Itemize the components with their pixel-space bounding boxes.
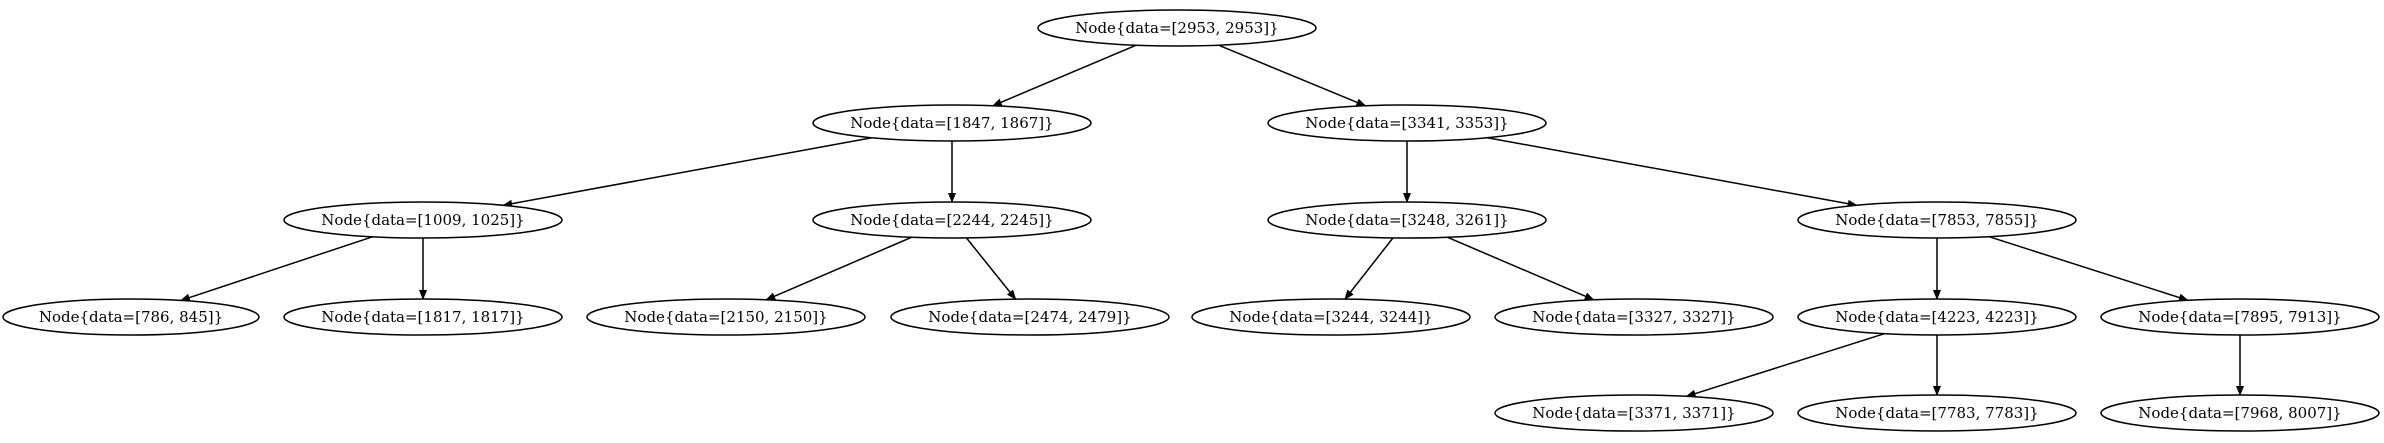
tree-node-n1817: Node{data=[1817, 1817]} — [283, 298, 563, 336]
node-label: Node{data=[1817, 1817]} — [321, 308, 524, 326]
node-label: Node{data=[7783, 7783]} — [1835, 404, 2038, 422]
node-ellipse — [1494, 394, 1774, 432]
tree-node-n7853: Node{data=[7853, 7855]} — [1797, 201, 2077, 239]
node-ellipse — [1267, 104, 1547, 142]
node-ellipse — [1494, 298, 1774, 336]
node-label: Node{data=[2150, 2150]} — [624, 308, 827, 326]
edge-arrow-n1009-to-n786 — [179, 236, 373, 302]
node-label: Node{data=[2244, 2245]} — [850, 211, 1053, 229]
node-label: Node{data=[1009, 1025]} — [321, 211, 524, 229]
node-ellipse — [283, 298, 563, 336]
nodes-layer: Node{data=[2953, 2953]} Node{data=[1847, … — [2, 9, 2380, 432]
node-ellipse — [1797, 394, 2077, 432]
node-ellipse — [1797, 298, 2077, 336]
tree-node-n7783: Node{data=[7783, 7783]} — [1797, 394, 2077, 432]
node-ellipse — [2100, 298, 2380, 336]
tree-node-n3327: Node{data=[3327, 3327]} — [1494, 298, 1774, 336]
node-ellipse — [2100, 394, 2380, 432]
edge-arrow-n3341-to-n7853 — [1487, 136, 1858, 208]
node-ellipse — [812, 201, 1092, 239]
tree-node-n3248: Node{data=[3248, 3261]} — [1267, 201, 1547, 239]
edge-arrow-n3248-to-n3244 — [1344, 237, 1394, 300]
tree-node-n7968: Node{data=[7968, 8007]} — [2100, 394, 2380, 432]
tree-node-n2474: Node{data=[2474, 2479]} — [890, 298, 1170, 336]
node-ellipse — [586, 298, 866, 336]
tree-node-n3244: Node{data=[3244, 3244]} — [1191, 298, 1471, 336]
tree-node-n2150: Node{data=[2150, 2150]} — [586, 298, 866, 336]
node-label: Node{data=[2474, 2479]} — [928, 308, 1131, 326]
node-label: Node{data=[7968, 8007]} — [2138, 404, 2341, 422]
edge-arrow-n1847-to-n1009 — [502, 136, 872, 208]
edge-arrow-n7853-to-n7895 — [1988, 235, 2189, 302]
tree-node-n2953: Node{data=[2953, 2953]} — [1037, 9, 1317, 47]
tree-node-n3371: Node{data=[3371, 3371]} — [1494, 394, 1774, 432]
node-label: Node{data=[3248, 3261]} — [1305, 211, 1508, 229]
node-ellipse — [283, 201, 563, 239]
node-label: Node{data=[3371, 3371]} — [1532, 404, 1735, 422]
node-label: Node{data=[786, 845]} — [39, 308, 223, 326]
node-label: Node{data=[4223, 4223]} — [1835, 308, 2038, 326]
node-label: Node{data=[1847, 1867]} — [850, 114, 1053, 132]
tree-node-n1847: Node{data=[1847, 1867]} — [812, 104, 1092, 142]
node-ellipse — [890, 298, 1170, 336]
tree-node-n3341: Node{data=[3341, 3353]} — [1267, 104, 1547, 142]
tree-node-n1009: Node{data=[1009, 1025]} — [283, 201, 563, 239]
node-label: Node{data=[7853, 7855]} — [1835, 211, 2038, 229]
node-label: Node{data=[3244, 3244]} — [1229, 308, 1432, 326]
tree-node-n2244: Node{data=[2244, 2245]} — [812, 201, 1092, 239]
edges-layer — [179, 44, 2244, 398]
edge-arrow-n2244-to-n2150 — [765, 236, 913, 301]
node-ellipse — [2, 298, 260, 336]
tree-node-n786: Node{data=[786, 845]} — [2, 298, 260, 336]
edge-arrow-n3248-to-n3327 — [1447, 236, 1595, 301]
tree-node-n4223: Node{data=[4223, 4223]} — [1797, 298, 2077, 336]
node-ellipse — [1191, 298, 1471, 336]
node-ellipse — [1037, 9, 1317, 47]
node-ellipse — [1267, 201, 1547, 239]
node-label: Node{data=[3327, 3327]} — [1532, 308, 1735, 326]
node-label: Node{data=[7895, 7913]} — [2138, 308, 2341, 326]
node-ellipse — [812, 104, 1092, 142]
node-label: Node{data=[3341, 3353]} — [1305, 114, 1508, 132]
tree-node-n7895: Node{data=[7895, 7913]} — [2100, 298, 2380, 336]
edge-arrow-n2244-to-n2474 — [965, 237, 1017, 300]
node-label: Node{data=[2953, 2953]} — [1075, 19, 1278, 37]
edge-arrow-n2953-to-n3341 — [1218, 44, 1367, 107]
edge-arrow-n2953-to-n1847 — [991, 44, 1137, 107]
edge-arrow-n4223-to-n3371 — [1685, 332, 1885, 398]
node-ellipse — [1797, 201, 2077, 239]
